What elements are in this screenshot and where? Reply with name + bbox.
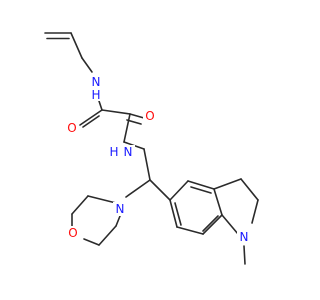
bond-ar-2 — [187, 180, 215, 190]
indoline-benzene-ring — [169, 180, 223, 235]
bond-c5-o2 — [129, 113, 145, 119]
allyl-group — [44, 32, 93, 73]
bond-morph-5 — [98, 225, 117, 246]
bond-ar-2-double — [190, 186, 212, 194]
svg-text:O: O — [68, 226, 77, 240]
bond-c2-c3 — [70, 32, 83, 59]
bond-morph-2 — [71, 195, 89, 215]
atom-label-n-indoline: N — [237, 230, 251, 244]
indoline-pyrrolidine-ring — [213, 178, 259, 265]
bond-ar-5 — [176, 226, 204, 235]
atom-label-n-amide-2: H N — [107, 145, 135, 159]
svg-text:O: O — [145, 109, 154, 123]
bond-ar-3 — [213, 188, 223, 216]
bond-ar-4-double — [202, 215, 219, 232]
bond-c4-o1 — [79, 109, 103, 126]
bond-morph-4 — [83, 238, 100, 246]
bond-morph-1 — [87, 195, 117, 204]
bond-c3-n — [81, 57, 93, 73]
ethyl-linker — [123, 141, 171, 201]
bond-ind-1 — [213, 178, 242, 190]
atom-label-n-morpholine: N — [113, 202, 127, 216]
svg-text:H: H — [91, 88, 100, 102]
bond-ar-6-double — [174, 202, 182, 226]
atom-label-o-morpholine: O — [66, 226, 80, 240]
bond-ar-4 — [202, 214, 223, 235]
bond-c4-o1-double — [82, 115, 100, 128]
bond-c6-c7 — [143, 148, 151, 181]
bond-ar-1 — [169, 180, 189, 201]
bond-ind-2 — [240, 178, 259, 201]
bond-morph-6 — [115, 215, 121, 227]
svg-text:N: N — [116, 202, 125, 216]
morpholine-ring — [71, 195, 121, 246]
bond-c7-aryl — [149, 179, 171, 201]
atom-label-o-carbonyl-2: O — [143, 109, 157, 123]
svg-text:N: N — [124, 145, 133, 159]
svg-text:O: O — [67, 121, 76, 135]
molecule-drawing: N H O O H N N O N — [44, 32, 259, 265]
atom-label-n-allyl-amide: N H — [89, 75, 103, 102]
atom-label-o-carbonyl-1: O — [65, 121, 79, 135]
svg-text:H: H — [109, 145, 118, 159]
bond-ind-3 — [251, 199, 259, 224]
bond-n-methyl — [243, 245, 246, 265]
bond-c7-nmorph — [125, 179, 151, 198]
bond-c4-c5 — [101, 109, 131, 115]
bond-c5-n2 — [123, 113, 131, 143]
svg-text:N: N — [92, 75, 101, 89]
chemical-structure-diagram: N H O O H N N O N — [44, 32, 259, 265]
bond-ar-6 — [169, 199, 178, 228]
svg-text:N: N — [240, 230, 249, 244]
bond-ind-4 — [221, 214, 239, 235]
